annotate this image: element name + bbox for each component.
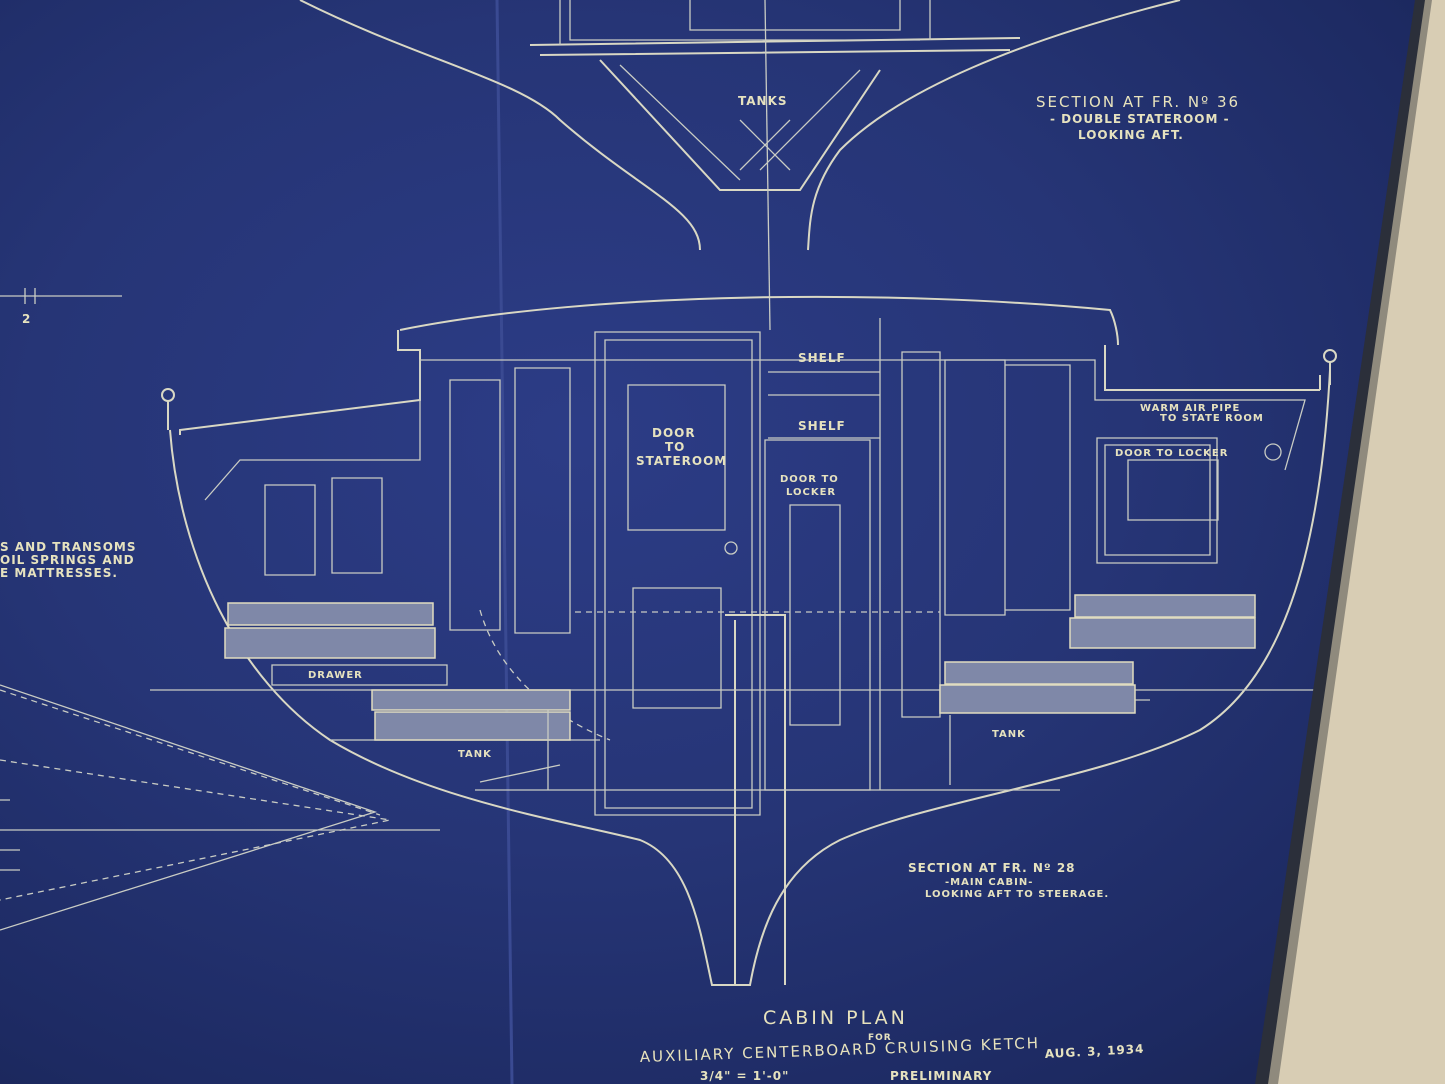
top-caption-line-3: LOOKING AFT. (1078, 128, 1184, 142)
svg-text:S AND TRANSOMS: S AND TRANSOMS (0, 540, 136, 554)
door-stateroom-label-3: STATEROOM (636, 454, 727, 468)
door-stateroom-label-2: TO (665, 440, 685, 454)
warm-air-label-2: TO STATE ROOM (1160, 413, 1264, 424)
left-note: S AND TRANSOMS OIL SPRINGS AND E MATTRES… (0, 540, 136, 580)
shelf-label-lower: SHELF (798, 419, 846, 433)
svg-text:E MATTRESSES.: E MATTRESSES. (0, 566, 118, 580)
top-hull-section: TANKS SECTION AT FR. Nº 36 - DOUBLE STAT… (299, 0, 1240, 331)
tank-label-left: TANK (458, 749, 492, 760)
main-caption-line-1: SECTION AT FR. Nº 28 (908, 861, 1076, 875)
warm-air-label-1: WARM AIR PIPE (1140, 403, 1240, 414)
title-for: FOR (868, 1033, 892, 1043)
drawing-date: AUG. 3, 1934 (1044, 1042, 1144, 1061)
picture-frame (1255, 0, 1445, 1084)
main-caption-line-3: LOOKING AFT TO STEERAGE. (925, 889, 1109, 900)
fold-crease (495, 0, 514, 1084)
drawing-status: PRELIMINARY (890, 1069, 992, 1083)
main-caption-line-2: -MAIN CABIN- (945, 877, 1033, 888)
drawing-subtitle: AUXILIARY CENTERBOARD CRUISING KETCH (640, 1034, 1041, 1066)
door-locker-right: DOOR TO LOCKER (1115, 448, 1228, 459)
title-block: CABIN PLAN FOR AUXILIARY CENTERBOARD CRU… (640, 1007, 1145, 1083)
main-hull-section: SHELF SHELF DOOR TO STATEROOM DOOR TO LO… (150, 295, 1337, 986)
shelf-label-upper: SHELF (798, 351, 846, 365)
door-stateroom-label-1: DOOR (652, 426, 696, 440)
door-locker-center-2: LOCKER (786, 487, 836, 498)
drawing-scale: 3/4" = 1'-0" (700, 1069, 789, 1083)
tanks-label: TANKS (738, 94, 788, 108)
svg-text:OIL SPRINGS AND: OIL SPRINGS AND (0, 553, 135, 567)
tank-label-right: TANK (992, 729, 1026, 740)
svg-text:2: 2 (22, 312, 31, 326)
drawer-label: DRAWER (308, 670, 363, 681)
scale-mark: 2 (0, 288, 122, 326)
top-caption-line-2: - DOUBLE STATEROOM - (1050, 112, 1230, 126)
drawing-title: CABIN PLAN (763, 1007, 908, 1029)
top-caption-line-1: SECTION AT FR. Nº 36 (1036, 93, 1240, 111)
door-locker-center-1: DOOR TO (780, 474, 839, 485)
